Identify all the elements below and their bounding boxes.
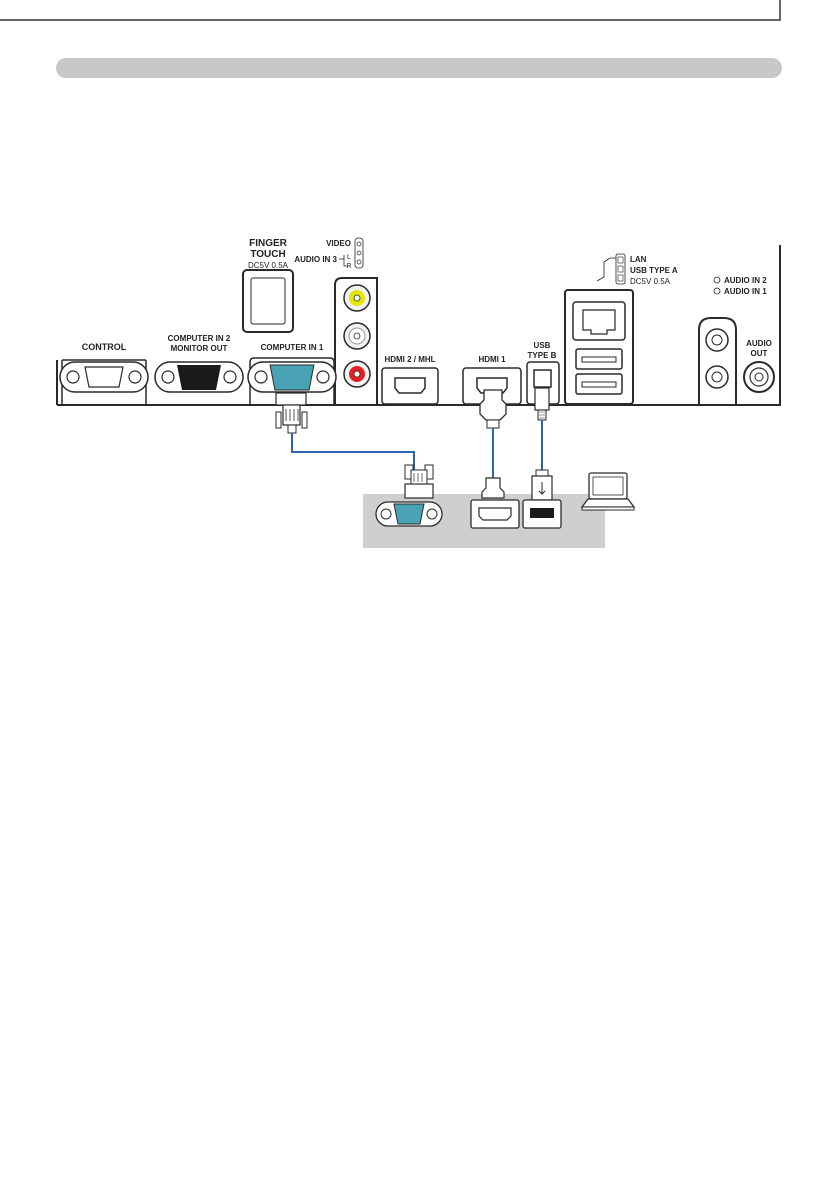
computer-hdmi-port xyxy=(471,478,519,528)
laptop-icon xyxy=(582,473,634,510)
audio-out-group: AUDIO OUT xyxy=(744,339,774,392)
audio-in-2-label: AUDIO IN 2 xyxy=(724,276,767,285)
usb-type-b-label-2: TYPE B xyxy=(528,351,557,360)
lan-usb-a-block: LAN USB TYPE A DC5V 0.5A xyxy=(565,254,678,404)
hdmi2-mhl-port[interactable]: HDMI 2 / MHL xyxy=(382,355,438,404)
usb-cable xyxy=(535,388,549,470)
lan-label: LAN xyxy=(630,255,647,264)
monitor-out-label: MONITOR OUT xyxy=(171,344,228,353)
video-label: VIDEO xyxy=(326,239,351,248)
control-port[interactable]: CONTROL xyxy=(60,342,148,405)
finger-touch-label-2: TOUCH xyxy=(250,249,285,260)
hdmi-cable xyxy=(480,390,506,478)
audio-in-1-label: AUDIO IN 1 xyxy=(724,287,767,296)
audio-l-label: L xyxy=(347,254,351,261)
hdmi2-mhl-label: HDMI 2 / MHL xyxy=(384,355,435,364)
usb-type-b-label-1: USB xyxy=(534,341,551,350)
computer-in-1-label: COMPUTER IN 1 xyxy=(261,343,324,352)
usb-type-a-power: DC5V 0.5A xyxy=(630,277,671,286)
usb-type-a-label: USB TYPE A xyxy=(630,266,678,275)
hdmi1-label: HDMI 1 xyxy=(478,355,506,364)
finger-touch-port: FINGER TOUCH DC5V 0.5A xyxy=(243,238,293,332)
audio-out-label-2: OUT xyxy=(751,349,768,358)
finger-touch-power: DC5V 0.5A xyxy=(248,261,289,270)
page-corner-mark xyxy=(0,0,780,20)
computer-in-2-label: COMPUTER IN 2 xyxy=(168,334,231,343)
audio-out-label-1: AUDIO xyxy=(746,339,772,348)
audio-r-label: R xyxy=(346,263,351,270)
section-header-bar xyxy=(56,58,782,78)
control-label: CONTROL xyxy=(82,342,127,352)
computer-in-2-port[interactable]: COMPUTER IN 2 MONITOR OUT xyxy=(155,334,243,392)
finger-touch-label-1: FINGER xyxy=(249,238,288,249)
vga-cable-line xyxy=(292,433,414,471)
audio-in-3-label: AUDIO IN 3 xyxy=(294,255,337,264)
